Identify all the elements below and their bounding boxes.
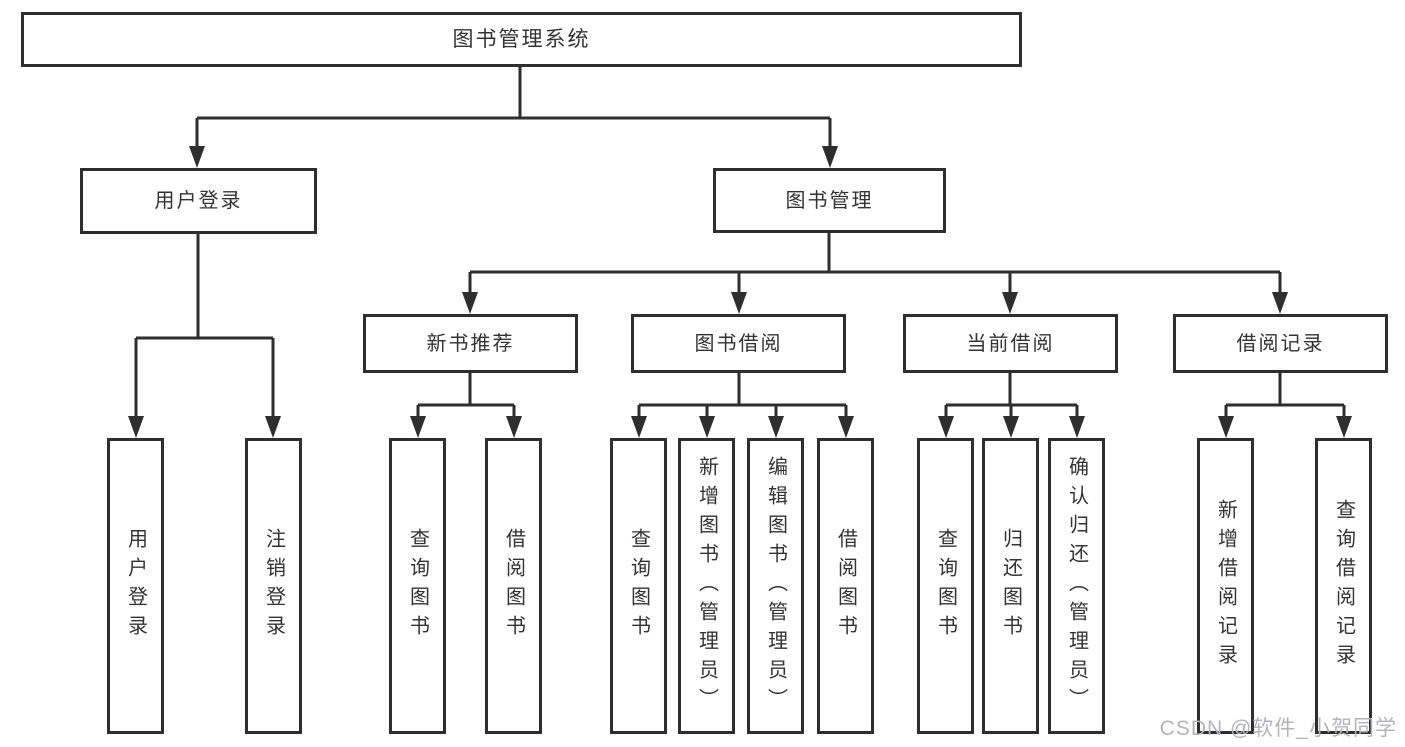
leaf-current-return-books: 归还图书 bbox=[982, 438, 1039, 734]
leaf-current-query-books: 查询图书 bbox=[917, 438, 974, 734]
leaf-borrowing-add-books-admin: 新增图书（管理员） bbox=[678, 438, 735, 734]
leaf-newbooks-borrow-books: 借阅图书 bbox=[485, 438, 542, 734]
node-user-login: 用户登录 bbox=[80, 168, 317, 234]
leaf-logout: 注销登录 bbox=[245, 438, 302, 734]
leaf-records-query-borrow-record: 查询借阅记录 bbox=[1315, 438, 1372, 734]
leaf-user-login: 用户登录 bbox=[107, 438, 164, 734]
arrowhead-icons bbox=[128, 146, 1352, 438]
node-book-borrowing: 图书借阅 bbox=[631, 314, 846, 373]
node-library-management-system: 图书管理系统 bbox=[21, 12, 1022, 67]
node-borrowing-records: 借阅记录 bbox=[1173, 314, 1388, 373]
leaf-borrowing-edit-books-admin: 编辑图书（管理员） bbox=[747, 438, 804, 734]
leaf-newbooks-query-books: 查询图书 bbox=[389, 438, 446, 734]
leaf-current-confirm-return-admin: 确认归还（管理员） bbox=[1048, 438, 1105, 734]
node-current-borrowing: 当前借阅 bbox=[903, 314, 1118, 373]
leaf-records-add-borrow-record: 新增借阅记录 bbox=[1197, 438, 1254, 734]
csdn-watermark: CSDN @软件_小贺同学 bbox=[1159, 717, 1397, 740]
node-book-management: 图书管理 bbox=[713, 168, 946, 233]
leaf-borrowing-query-books: 查询图书 bbox=[610, 438, 667, 734]
connector-paths bbox=[134, 65, 1346, 424]
leaf-borrowing-borrow-books: 借阅图书 bbox=[817, 438, 874, 734]
node-new-book-recommendation: 新书推荐 bbox=[363, 314, 578, 373]
